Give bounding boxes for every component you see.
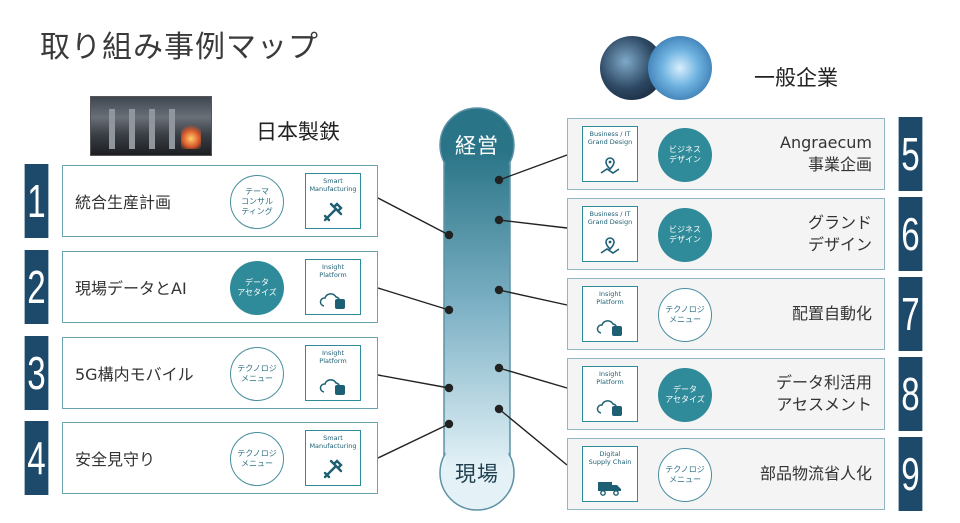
platform-card: Insight Platform [582, 366, 638, 422]
case-row-9[interactable]: Digital Supply Chain テクノロジ メニュー 部品物流省人化 [567, 438, 885, 510]
case-row-8[interactable]: Insight Platform データ アセタイズ データ利活用 アセスメント [567, 358, 885, 430]
case-row-7[interactable]: Insight Platform テクノロジ メニュー 配置自動化 [567, 278, 885, 350]
cloud-database-icon [596, 320, 622, 336]
case-label: 5G構内モバイル [75, 365, 194, 384]
truck-icon [598, 482, 621, 496]
tools-icon [323, 459, 343, 479]
case-label: 現場データとAI [75, 279, 187, 298]
robot-arm-photo [648, 36, 712, 100]
service-circle: テーマ コンサル ティング [230, 175, 284, 229]
center-top-label: 経営 [455, 134, 499, 158]
center-bottom-label: 現場 [455, 462, 499, 486]
case-row-3[interactable]: 5G構内モバイル テクノロジ メニュー Insight Platform [62, 337, 378, 409]
case-label: 安全見守り [75, 450, 156, 469]
steel-plant-photo [90, 96, 212, 156]
map-pin-icon [600, 237, 620, 254]
case-label: データ利活用 アセスメント [775, 373, 872, 414]
row-number-7: 7 [898, 277, 923, 351]
row-number-3: 3 [24, 336, 49, 410]
row-number-9: 9 [898, 437, 923, 511]
tools-icon [323, 202, 343, 222]
case-row-5[interactable]: Business / IT Grand Design ビジネス デザイン Ang… [567, 118, 885, 190]
left-group-title: 日本製鉄 [256, 120, 340, 144]
row-number-4: 4 [24, 421, 49, 495]
service-circle: テクノロジ メニュー [658, 288, 712, 342]
service-circle: テクノロジ メニュー [230, 432, 284, 486]
service-circle: テクノロジ メニュー [230, 347, 284, 401]
row-number-1: 1 [24, 164, 49, 238]
case-row-6[interactable]: Business / IT Grand Design ビジネス デザイン グラン… [567, 198, 885, 270]
platform-card: Business / IT Grand Design [582, 206, 638, 262]
service-circle: ビジネス デザイン [658, 208, 712, 262]
cloud-database-icon [319, 379, 345, 395]
service-circle: データ アセタイズ [658, 368, 712, 422]
platform-card: Insight Platform [305, 345, 361, 401]
case-row-1[interactable]: 統合生産計画 テーマ コンサル ティング Smart Manufacturing [62, 165, 378, 237]
platform-card: Smart Manufacturing [305, 430, 361, 486]
service-circle: テクノロジ メニュー [658, 448, 712, 502]
right-group-title: 一般企業 [754, 66, 838, 90]
platform-card: Insight Platform [582, 286, 638, 342]
service-circle: データ アセタイズ [230, 261, 284, 315]
case-label: グランド デザイン [807, 213, 872, 254]
case-label: Angraecum 事業企画 [780, 133, 872, 174]
row-number-8: 8 [898, 357, 923, 431]
cloud-database-icon [319, 293, 345, 309]
row-number-6: 6 [898, 197, 923, 271]
row-number-5: 5 [898, 117, 923, 191]
case-label: 部品物流省人化 [759, 464, 872, 484]
case-label: 統合生産計画 [75, 193, 172, 212]
row-number-2: 2 [24, 250, 49, 324]
cloud-database-icon [596, 400, 622, 416]
platform-card: Insight Platform [305, 259, 361, 315]
case-label: 配置自動化 [791, 304, 872, 324]
map-pin-icon [600, 157, 620, 174]
page-title: 取り組み事例マップ [40, 30, 319, 65]
platform-card: Business / IT Grand Design [582, 126, 638, 182]
case-row-2[interactable]: 現場データとAI データ アセタイズ Insight Platform [62, 251, 378, 323]
service-circle: ビジネス デザイン [658, 128, 712, 182]
platform-card: Digital Supply Chain [582, 446, 638, 502]
case-row-4[interactable]: 安全見守り テクノロジ メニュー Smart Manufacturing [62, 422, 378, 494]
platform-card: Smart Manufacturing [305, 173, 361, 229]
